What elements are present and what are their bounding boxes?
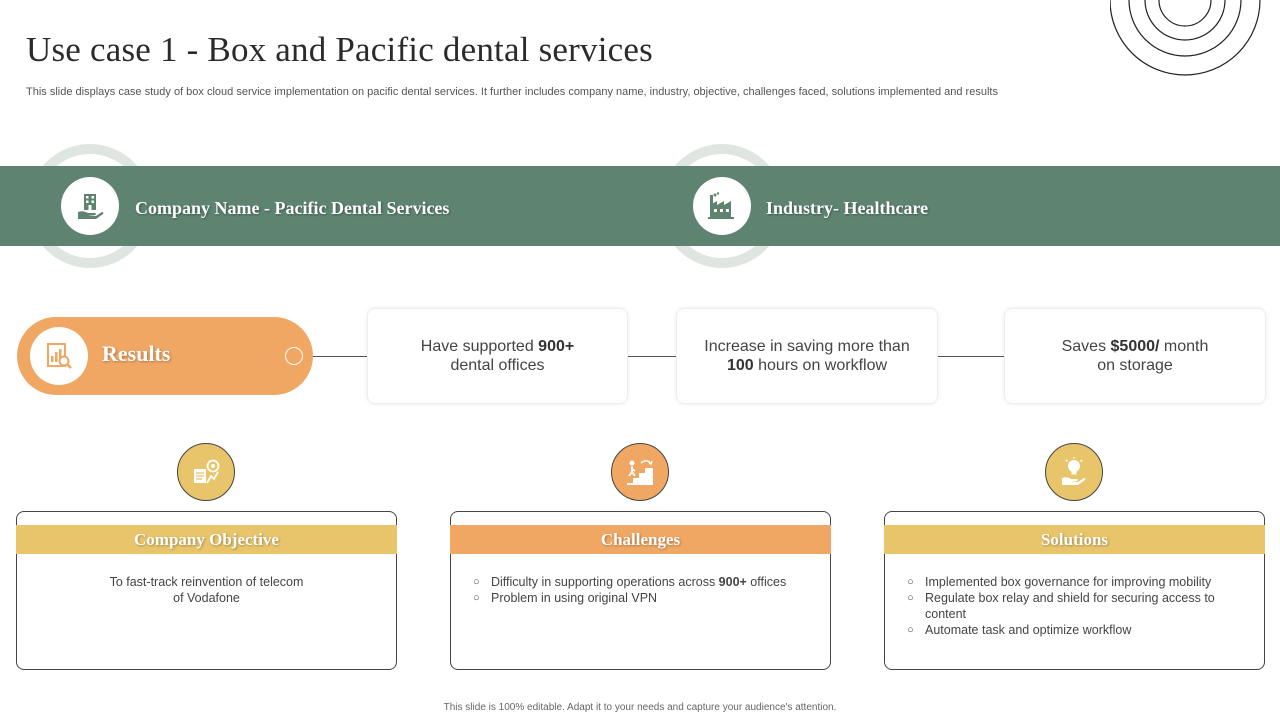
- stairs-climb-icon: [627, 460, 653, 485]
- challenges-panel-header: Challenges: [450, 525, 831, 554]
- results-label: Results: [102, 341, 171, 366]
- target-chart-icon: [194, 459, 220, 484]
- connector-line: [938, 356, 1004, 357]
- solutions-panel: Solutions Implemented box governance for…: [884, 511, 1265, 670]
- result-card-offices: Have supported 900+ dental offices: [367, 308, 628, 404]
- industry-label: Industry- Healthcare: [766, 198, 929, 218]
- result-text: Increase in saving more than 100 hours o…: [704, 338, 910, 374]
- page-subtitle: This slide displays case study of box cl…: [26, 86, 998, 98]
- solutions-icon-circle: [1045, 443, 1103, 501]
- report-magnifier-icon: [47, 343, 72, 369]
- list-item: Difficulty in supporting operations acro…: [473, 574, 830, 590]
- result-card-hours: Increase in saving more than 100 hours o…: [676, 308, 938, 404]
- list-item: Problem in using original VPN: [473, 590, 830, 606]
- challenges-icon-circle: [611, 443, 669, 501]
- result-text: Saves $5000/ month on storage: [1061, 338, 1209, 374]
- page-title: Use case 1 - Box and Pacific dental serv…: [26, 30, 653, 69]
- company-info-band: [0, 166, 1280, 246]
- industry-icon-circle: [693, 177, 751, 235]
- objective-panel: Company Objective To fast-track reinvent…: [16, 511, 397, 670]
- results-icon-circle: [30, 327, 88, 385]
- concentric-rings-decoration: [1110, 0, 1280, 80]
- company-name-label: Company Name - Pacific Dental Services: [135, 198, 450, 218]
- results-pill: Results: [17, 317, 313, 395]
- slide-footer-note: This slide is 100% editable. Adapt it to…: [443, 702, 837, 713]
- objective-panel-body: To fast-track reinvention of telecom of …: [109, 575, 304, 605]
- solutions-panel-header: Solutions: [884, 525, 1265, 554]
- result-card-storage: Saves $5000/ month on storage: [1004, 308, 1266, 404]
- list-item: Implemented box governance for improving…: [907, 574, 1238, 590]
- building-hand-icon: [78, 194, 104, 219]
- results-connector-dot: [285, 347, 303, 365]
- objective-icon-circle: [177, 443, 235, 501]
- solutions-panel-body: Implemented box governance for improving…: [885, 574, 1264, 638]
- objective-panel-header: Company Objective: [16, 525, 397, 554]
- factory-icon: [708, 192, 734, 219]
- result-text: Have supported 900+ dental offices: [420, 338, 575, 374]
- company-icon-circle: [61, 177, 119, 235]
- lightbulb-hand-icon: [1062, 457, 1086, 485]
- list-item: Regulate box relay and shield for securi…: [907, 590, 1238, 622]
- challenges-panel-body: Difficulty in supporting operations acro…: [451, 574, 830, 606]
- challenges-panel: Challenges Difficulty in supporting oper…: [450, 511, 831, 670]
- connector-line: [313, 356, 367, 357]
- connector-line: [628, 356, 676, 357]
- list-item: Automate task and optimize workflow: [907, 622, 1238, 638]
